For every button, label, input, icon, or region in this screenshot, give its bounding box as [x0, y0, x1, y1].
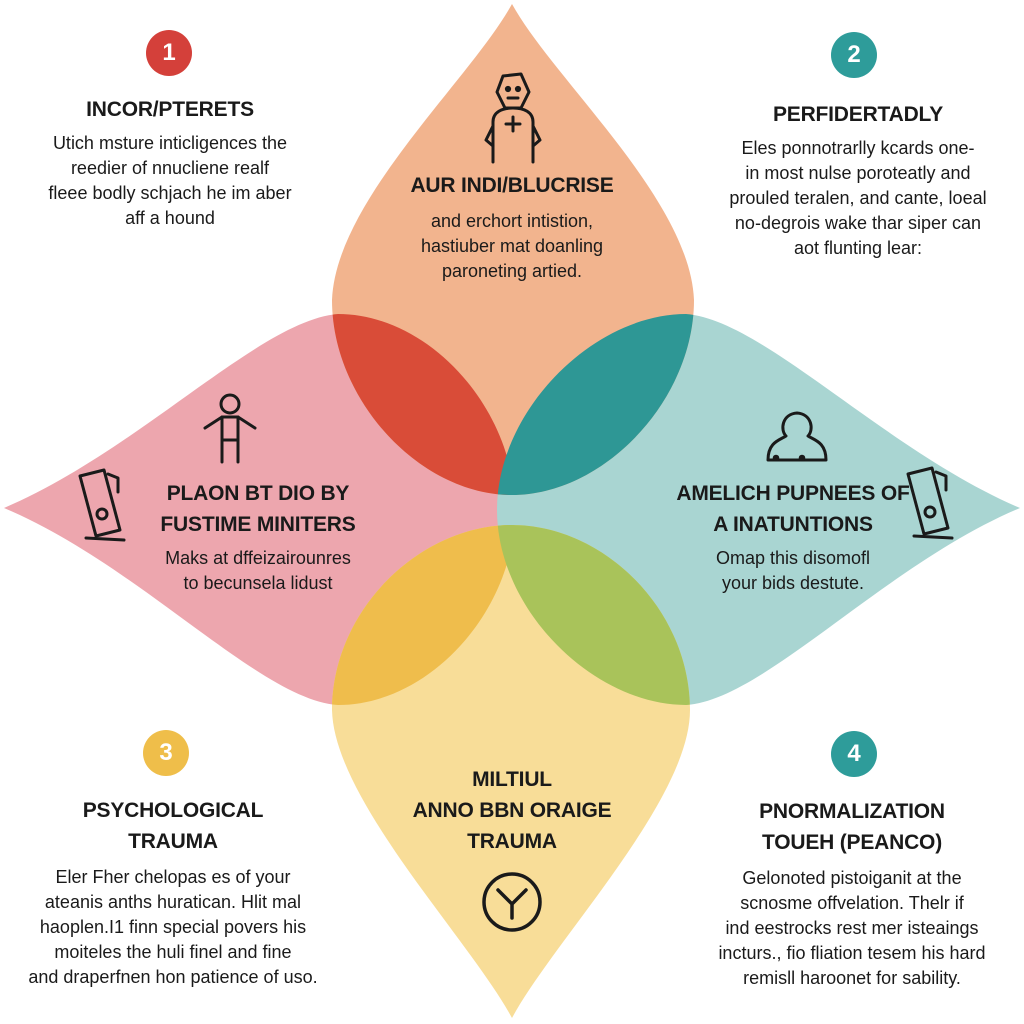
number-badge-3: 3: [143, 730, 189, 776]
corner-4-title: PNORMALIZATION TOUEH (PEANCO): [759, 800, 945, 854]
top-petal-body: and erchort intistion, hastiuber mat doa…: [420, 211, 604, 281]
corner-1-title: INCOR/PTERETS: [86, 98, 254, 121]
overlap-bottom-right: [497, 525, 690, 705]
corner-2-body: Eles ponnotrarlly kcards one- in most nu…: [729, 138, 987, 258]
number-badge-2: 2: [831, 32, 877, 78]
overlap-bottom-left: [332, 525, 515, 705]
corner-3-title: PSYCHOLOGICAL TRAUMA: [82, 799, 264, 853]
number-badge-1: 1: [146, 30, 192, 76]
overlap-top-right: [497, 314, 694, 495]
left-petal-title: PLAON BT DIO BY FUSTIME MINITERS: [160, 482, 356, 536]
profile-bust-icon: [766, 411, 828, 462]
overlap-top-left: [332, 314, 515, 495]
clock-icon: [482, 872, 542, 932]
corner-2-text: PERFIDERTADLY Eles ponnotrarlly kcards o…: [708, 99, 1008, 261]
top-petal-text: AUR INDI/BLUCRISE and erchort intistion,…: [362, 170, 662, 284]
phone-device-icon: [906, 466, 954, 540]
corner-3-body: Eler Fher chelopas es of your ateanis an…: [28, 867, 318, 987]
corner-3-text: PSYCHOLOGICAL TRAUMA Eler Fher chelopas …: [14, 795, 332, 990]
corner-4-body: Gelonoted pistoiganit at the scnosme off…: [718, 868, 986, 988]
corner-1-body: Utich msture inticligences the reedier o…: [48, 133, 292, 228]
phone-device-icon: [78, 468, 126, 542]
bottom-petal-title: MILTIUL ANNO BBN ORAIGE TRAUMA: [412, 768, 612, 853]
corner-2-title: PERFIDERTADLY: [772, 103, 944, 126]
left-petal-body: Maks at dffeizairounres to becunsela lid…: [165, 548, 351, 593]
corner-4-text: PNORMALIZATION TOUEH (PEANCO) Gelonoted …: [700, 796, 1004, 991]
person-cross-icon: [484, 72, 542, 164]
top-petal-title: AUR INDI/BLUCRISE: [410, 174, 614, 197]
corner-1-text: INCOR/PTERETS Utich msture inticligences…: [20, 94, 320, 231]
right-petal-body: Omap this disomofl your bids destute.: [715, 548, 871, 593]
right-petal-text: AMELICH PUPNEES OF A INATUNTIONS Omap th…: [663, 478, 923, 596]
number-badge-4: 4: [831, 731, 877, 777]
left-petal-text: PLAON BT DIO BY FUSTIME MINITERS Maks at…: [128, 478, 388, 596]
person-arms-icon: [203, 393, 257, 464]
right-petal-title: AMELICH PUPNEES OF A INATUNTIONS: [676, 482, 910, 536]
